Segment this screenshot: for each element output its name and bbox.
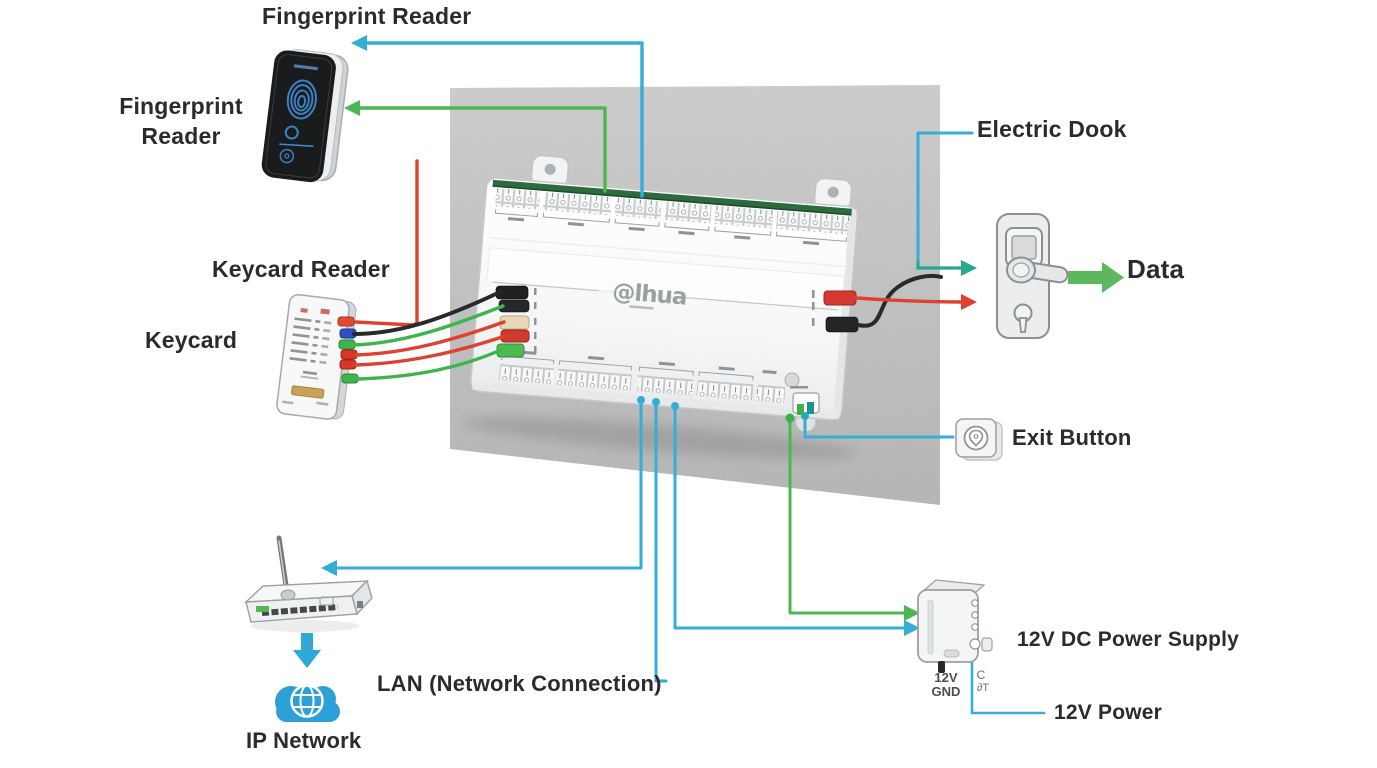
label-electric-door: Electric Dook xyxy=(977,116,1127,142)
keycard-reader-icon xyxy=(276,293,359,420)
ip-network-icon xyxy=(275,684,340,722)
node-dot-lan xyxy=(652,398,660,406)
fingerprint-glyph xyxy=(286,79,317,120)
label-keycard-reader: Keycard Reader xyxy=(212,256,390,282)
data-arrow xyxy=(1068,262,1124,293)
arrowhead-electric-door xyxy=(961,260,977,276)
board-top-terminals xyxy=(494,188,850,246)
wire-keycard-green-1 xyxy=(352,304,505,347)
arrowhead-psu-green xyxy=(904,605,920,621)
label-ip-network: IP Network xyxy=(246,728,362,753)
line-psu-green xyxy=(788,416,907,615)
power-supply-icon: 12V GND C ∂T xyxy=(917,579,993,699)
node-dot-router xyxy=(637,396,645,404)
keycard-wires xyxy=(352,159,507,381)
arrowhead-fingerprint-blue xyxy=(351,35,367,51)
wire-lock-black xyxy=(856,273,943,328)
psu-gnd-mark-line1: 12V xyxy=(934,670,957,685)
arrow-router-down xyxy=(293,633,321,668)
wire-lock-red xyxy=(854,296,963,304)
label-fingerprint-reader-side: Fingerprint Reader xyxy=(101,91,261,151)
line-lan xyxy=(654,400,668,683)
label-data: Data xyxy=(1127,254,1185,284)
psu-out-mark-line1: C xyxy=(977,668,986,682)
node-dot-exit xyxy=(801,412,809,420)
node-dot-psu-blue xyxy=(671,402,679,410)
label-fingerprint-reader-side-line1: Fingerprint xyxy=(119,93,243,119)
board-brand-logo: @lhua xyxy=(611,279,687,311)
psu-out-mark-line2: ∂T xyxy=(977,682,989,694)
connector-lines xyxy=(321,35,1046,715)
line-electric-door-teal xyxy=(916,260,963,270)
line-fingerprint-green xyxy=(357,106,607,193)
lock-wires xyxy=(854,273,977,328)
electric-lock-icon xyxy=(996,213,1069,339)
router-icon xyxy=(244,535,373,632)
wire-keycard-black xyxy=(352,290,502,336)
label-power-supply: 12V DC Power Supply xyxy=(1017,628,1240,651)
board-right-plugs xyxy=(812,290,859,333)
fingerprint-reader-icon xyxy=(261,49,349,183)
label-fingerprint-reader-top: Fingerprint Reader xyxy=(262,3,472,29)
label-lan: LAN (Network Connection) xyxy=(377,671,662,696)
keycard-terminal-text xyxy=(289,317,332,380)
label-fingerprint-reader-side-line2: Reader xyxy=(141,123,221,149)
line-psu-blue xyxy=(673,404,907,630)
line-12v-power xyxy=(970,660,1046,715)
arrowhead-fingerprint-green xyxy=(344,100,360,116)
psu-gnd-mark-line2: GND xyxy=(932,684,961,699)
line-fingerprint-blue xyxy=(364,41,644,198)
line-exit-button xyxy=(803,414,955,439)
label-12v-power: 12V Power xyxy=(1054,701,1163,724)
line-router xyxy=(335,398,643,570)
wire-keycard-green-2 xyxy=(356,348,503,381)
exit-button-icon xyxy=(955,418,1003,461)
board-bottom-terminals xyxy=(499,350,786,403)
arrowhead-psu-blue xyxy=(904,620,920,636)
label-keycard: Keycard xyxy=(145,327,238,353)
board-left-plugs xyxy=(495,285,537,358)
controller-board: @lhua xyxy=(470,154,859,433)
wire-lock-red-arrowhead xyxy=(961,294,977,310)
line-electric-door xyxy=(916,131,974,264)
label-exit-button: Exit Button xyxy=(1012,425,1132,450)
wire-keycard-red-2 xyxy=(354,334,507,367)
wire-keycard-red-line xyxy=(354,159,419,327)
arrowhead-router xyxy=(321,560,337,576)
node-dot-psu-green xyxy=(785,413,795,423)
wire-keycard-red-1 xyxy=(354,320,506,357)
